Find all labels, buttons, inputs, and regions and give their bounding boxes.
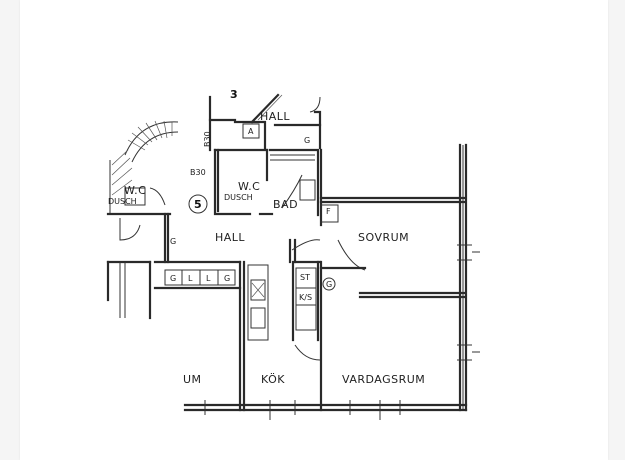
row-g2: G: [224, 274, 230, 283]
marker-f: F: [326, 207, 331, 216]
marker-b30-a: B30: [203, 131, 212, 147]
staircase: [109, 120, 179, 215]
marker-g-right: G: [326, 280, 332, 289]
label-sovrum: SOVRUM: [358, 231, 409, 244]
label-bad: BAD: [273, 198, 298, 211]
top-number: 3: [230, 88, 238, 101]
drawing-sheet: 3 HALL A G B30 B30 W.C DUSCH 5 W.C DUSCH…: [20, 0, 608, 460]
label-hall-main: HALL: [215, 231, 245, 244]
label-kok: KÖK: [261, 373, 285, 386]
walls: [106, 93, 480, 420]
marker-g-right-circle: [322, 277, 336, 291]
label-wc-left: W.C: [124, 184, 146, 197]
room-labels: 3 HALL A G B30 B30 W.C DUSCH 5 W.C DUSCH…: [108, 88, 425, 386]
box-a: [242, 123, 260, 139]
row-l2: L: [206, 274, 211, 283]
marker-st: ST: [300, 273, 310, 282]
floor-plan: 3 HALL A G B30 B30 W.C DUSCH 5 W.C DUSCH…: [106, 88, 480, 420]
label-vardagsrum: VARDAGSRUM: [342, 373, 425, 386]
marker-ks: K/S: [299, 293, 312, 302]
label-dusch-left: DUSCH: [108, 197, 137, 206]
row-l1: L: [188, 274, 193, 283]
label-hall-top: HALL: [260, 110, 290, 123]
marker-g-left: G: [170, 237, 176, 246]
label-dusch-center: DUSCH: [224, 193, 253, 202]
unit-circle: [188, 194, 208, 214]
unit-number: 5: [194, 198, 202, 211]
label-um-partial: UM: [183, 373, 202, 386]
row-g1: G: [170, 274, 176, 283]
label-wc-center: W.C: [238, 180, 260, 193]
marker-g-top: G: [304, 136, 310, 145]
marker-a: A: [248, 127, 254, 136]
marker-b30-b: B30: [190, 168, 206, 177]
